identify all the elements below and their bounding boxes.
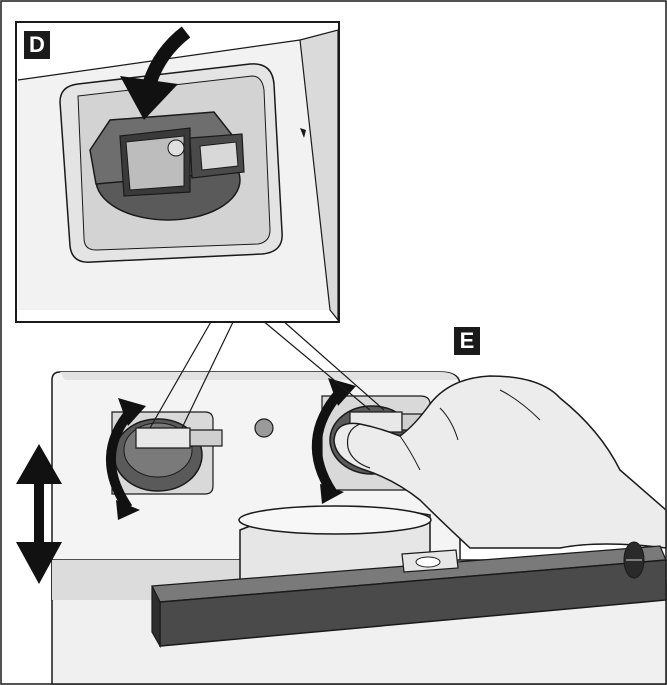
inset-label: D bbox=[24, 31, 50, 59]
left-mount bbox=[113, 418, 223, 492]
spirit-level bbox=[151, 541, 667, 649]
curved-arrow-icon bbox=[105, 398, 146, 520]
double-arrow-icon bbox=[16, 444, 62, 584]
curved-arrow-icon bbox=[311, 378, 356, 504]
callout-lines bbox=[149, 319, 385, 429]
hand bbox=[333, 375, 667, 549]
panel-edge bbox=[60, 372, 458, 380]
panel-hole bbox=[254, 418, 274, 438]
inset-detail bbox=[15, 21, 340, 323]
main-label: E bbox=[454, 327, 480, 355]
appliance-scene bbox=[16, 371, 667, 685]
drum-rim bbox=[238, 505, 432, 535]
down-arrow-icon bbox=[120, 26, 191, 120]
inset-mount bbox=[89, 111, 245, 221]
level-bubble bbox=[415, 556, 441, 568]
